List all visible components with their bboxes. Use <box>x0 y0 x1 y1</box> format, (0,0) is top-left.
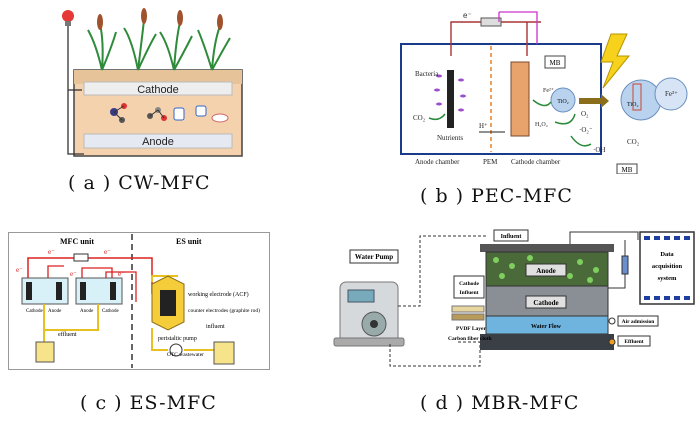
o2-label: O₂ <box>581 110 589 118</box>
co2-left-label: CO₂ <box>413 114 426 122</box>
mbr-mfc-diagram: Water Pump Influent Anode Cathode Water … <box>333 229 695 367</box>
caption-b: ( b ) PEC-MFC <box>420 185 573 207</box>
external-circuit-wire <box>67 26 84 155</box>
resistor-icon <box>480 17 502 27</box>
effluent-label: Effluent <box>624 339 643 345</box>
cathode-layer <box>83 81 233 96</box>
oh-radical-label: ·OH <box>593 146 605 154</box>
anode-electrode <box>447 70 454 128</box>
resistor-icon <box>73 253 89 262</box>
water-pump-icon <box>333 281 405 347</box>
cathode-electrode <box>510 61 530 137</box>
caption-c: ( c ) ES-MFC <box>80 392 217 414</box>
electron-label-2: e⁻ <box>104 248 111 256</box>
pvdf-layer <box>451 305 485 313</box>
data-system-label-2: acquisition <box>652 263 683 270</box>
otc-wastewater-beaker <box>213 341 235 365</box>
working-electrode-label: working electrode (ACF) <box>188 291 249 298</box>
es-mfc-diagram: MFC unit ES unit e⁻ e⁻ e⁻ e⁻ e⁻ Cathode … <box>8 232 270 370</box>
effluent-label: effluent <box>58 331 77 338</box>
anode-layer <box>83 133 233 149</box>
otc-wastewater-label: OTC wastewater <box>167 352 204 358</box>
cathode-chamber-label: Cathode chamber <box>511 158 561 166</box>
electron-label-5: e⁻ <box>118 270 125 278</box>
anode-chamber-label: Anode chamber <box>415 158 460 166</box>
peristaltic-pump-icon <box>169 343 183 357</box>
data-acquisition-system <box>639 231 695 305</box>
electron-label-4: e⁻ <box>70 270 77 278</box>
tio2-right-label: TiO₂ <box>627 102 639 108</box>
mfc-unit-label: MFC unit <box>60 237 94 246</box>
influent-tubing <box>398 235 488 307</box>
pec-mfc-diagram: e⁻ Bacteria CO₂ Nutrients H⁺ MB TiO₂ Fe²… <box>400 11 688 174</box>
reactor-cap <box>480 244 614 252</box>
nutrients-label: Nutrients <box>437 134 463 142</box>
electron-label: e⁻ <box>463 11 472 20</box>
electron-label-1: e⁻ <box>48 248 55 256</box>
pvdf-layer-label: PVDF Layer <box>456 326 486 332</box>
anode-label: Anode <box>536 267 555 275</box>
caption-a: ( a ) CW-MFC <box>68 172 211 194</box>
cathode-label-1: Cathode <box>26 309 43 314</box>
light-bulb-icon <box>62 10 74 26</box>
caption-d: ( d ) MBR-MFC <box>420 392 580 414</box>
tio2-particle-icon <box>550 87 576 113</box>
water-pump-label: Water Pump <box>355 253 393 261</box>
co2-right-label: CO₂ <box>627 138 640 146</box>
es-unit-label: ES unit <box>176 237 202 246</box>
cw-mfc-diagram: Cathode Anode <box>62 8 243 157</box>
cathode-side-label: Cathode <box>459 281 479 287</box>
data-system-label-1: Data <box>660 251 674 258</box>
fe3-label: Fe³⁺ <box>665 90 678 98</box>
counter-electrode-label: counter electrodes (graphite rod) <box>188 307 260 314</box>
plants-icon <box>87 19 231 71</box>
water-flow-label: Water Flow <box>531 324 562 330</box>
anode-label-2: Anode <box>80 309 94 314</box>
electron-label-3: e⁻ <box>16 266 23 274</box>
data-system-label-3: system <box>658 275 677 282</box>
peristaltic-pump-label: peristaltic pump <box>158 336 197 342</box>
effluent-valve-icon <box>608 338 616 346</box>
bacteria-icon <box>434 74 466 112</box>
influent-label: influent <box>206 323 225 330</box>
cathode-label: Cathode <box>137 84 179 96</box>
flow-line <box>43 304 99 331</box>
carbon-fiber-label: Carbon fiber cloth <box>448 336 492 342</box>
resistor-icon <box>621 255 629 275</box>
effluent-beaker <box>35 341 55 363</box>
anode-label: Anode <box>142 136 174 148</box>
bacteria-label: Bacteria <box>415 70 439 78</box>
air-admission-label: Air admission <box>622 319 655 325</box>
influent-side-label: Influent <box>460 290 479 296</box>
hplus-label: H⁺ <box>479 122 488 130</box>
mb-bottom-label: MB <box>622 166 633 174</box>
influent-top-label: Influent <box>501 234 522 240</box>
tio2-label: TiO₂ <box>557 99 569 105</box>
fe2-label: Fe²⁺ <box>543 87 554 94</box>
reactor-base <box>480 334 614 350</box>
carbon-fiber-layer <box>451 313 485 321</box>
anode-label-1: Anode <box>48 309 62 314</box>
light-lightning-icon <box>600 33 631 89</box>
mb-top-label: MB <box>550 59 561 67</box>
pollutant-molecules-icon <box>110 103 229 123</box>
h2o2-label: H₂O₂ <box>535 122 548 128</box>
cathode-label-2: Cathode <box>102 309 119 314</box>
cathode-center-label: Cathode <box>533 299 558 307</box>
pem-label: PEM <box>483 158 498 166</box>
o2-radical-label: ·O₂⁻ <box>579 126 593 134</box>
